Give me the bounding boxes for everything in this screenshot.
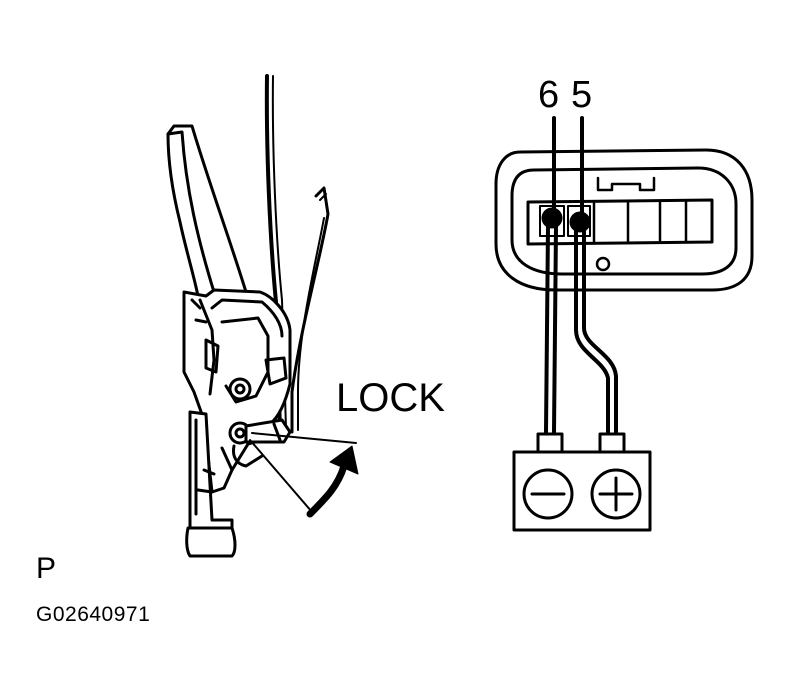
motor-connector xyxy=(494,116,754,292)
lock-label: LOCK xyxy=(336,376,445,420)
lock-foot xyxy=(185,526,237,558)
lever-swing-line xyxy=(249,439,313,513)
connector-latch xyxy=(596,176,656,192)
connector-inner-housing xyxy=(510,166,738,276)
battery-positive-icon xyxy=(590,468,642,520)
view-label: P xyxy=(36,552,57,585)
terminal-5-label: 5 xyxy=(571,74,593,116)
connector-hole xyxy=(595,256,611,272)
lead-negative xyxy=(544,224,558,434)
door-lock-assembly xyxy=(166,74,359,558)
lock-direction-arrow xyxy=(306,462,348,518)
terminal-6-label: 6 xyxy=(538,74,560,116)
lock-rod-long xyxy=(264,74,282,432)
lock-arrow-head xyxy=(329,445,359,475)
terminal-5-probe xyxy=(569,211,591,233)
lock-rod-short xyxy=(290,186,330,434)
figure-code: G02640971 xyxy=(36,603,151,626)
lock-pivot-bolt xyxy=(228,377,252,401)
battery-case xyxy=(512,450,652,532)
lead-positive xyxy=(574,228,618,434)
battery xyxy=(512,432,652,532)
test-leads xyxy=(544,224,618,434)
battery-negative-terminal-post xyxy=(536,432,564,454)
battery-negative-icon xyxy=(522,468,574,520)
terminal-6-probe xyxy=(541,207,563,229)
battery-positive-terminal-post xyxy=(598,432,626,454)
lever-reference-line xyxy=(251,432,357,444)
door-frame-bracket xyxy=(166,124,248,294)
